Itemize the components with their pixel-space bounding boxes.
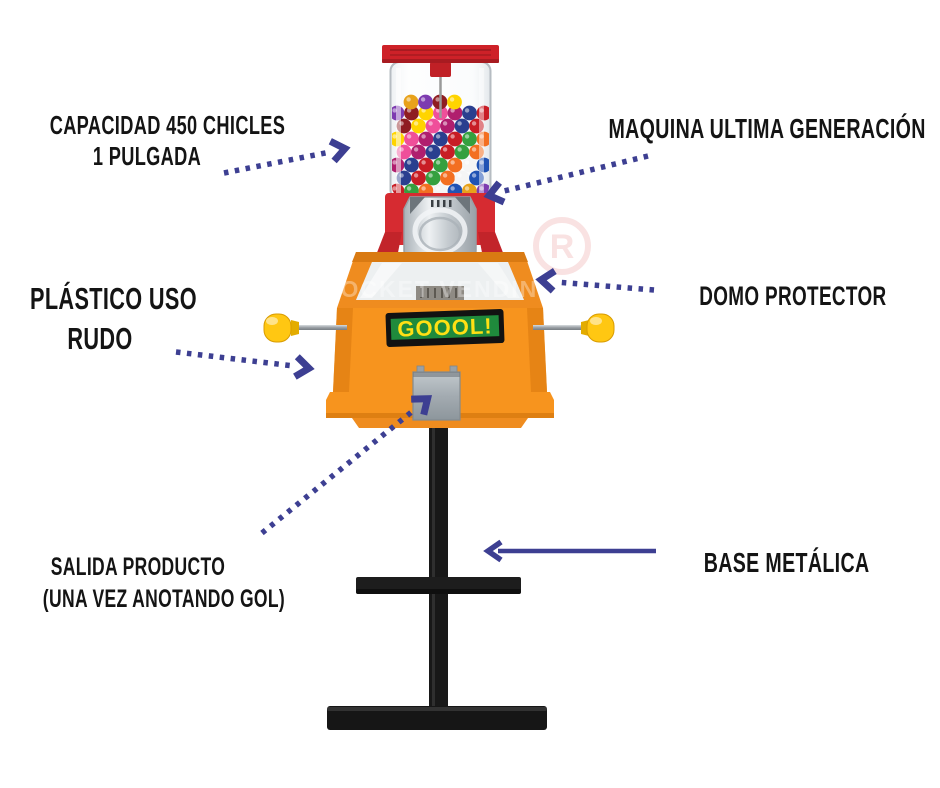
label-plastic-line2: RUDO xyxy=(67,321,133,356)
watermark: R ROCKET VENDING xyxy=(322,217,591,302)
rod-hub xyxy=(430,62,451,77)
gumball-globe xyxy=(382,45,499,200)
label-machine: MAQUINA ULTIMA GENERACIÓN xyxy=(608,113,926,144)
gool-sign: GOOOL! xyxy=(385,309,505,347)
metal-stand xyxy=(327,410,547,730)
label-dome: DOMO PROTECTOR xyxy=(699,281,887,311)
label-capacity: CAPACIDAD 450 CHICLES 1 PULGADA xyxy=(49,110,286,172)
arrow-machine-head xyxy=(483,180,506,206)
label-capacity-line1: CAPACIDAD 450 CHICLES xyxy=(49,110,286,140)
arrow-plastic-head xyxy=(293,354,315,380)
watermark-text: ROCKET VENDING xyxy=(322,276,558,302)
arrow-machine xyxy=(503,153,649,194)
label-plastic: PLÁSTICO USO RUDO xyxy=(30,279,197,359)
svg-text:R: R xyxy=(550,228,575,266)
arrow-plastic xyxy=(175,349,295,369)
arrow-exit xyxy=(260,407,416,536)
knob-right[interactable] xyxy=(586,313,615,343)
label-base: BASE METÁLICA xyxy=(703,547,870,578)
stand-post xyxy=(429,410,448,714)
play-field xyxy=(356,262,524,300)
label-machine-line1: MAQUINA ULTIMA GENERACIÓN xyxy=(608,113,926,144)
label-exit-line2: (UNA VEZ ANOTANDO GOL) xyxy=(42,585,286,613)
rod-left[interactable] xyxy=(299,325,347,330)
gool-sign-text: GOOOL! xyxy=(397,313,493,341)
label-plastic-line1: PLÁSTICO USO xyxy=(30,281,197,316)
rod-right[interactable] xyxy=(533,325,581,330)
annotation-arrows xyxy=(175,138,656,563)
arrow-base-head xyxy=(483,539,503,563)
arrow-capacity xyxy=(223,149,331,176)
arrow-exit-head xyxy=(411,395,433,416)
label-base-line1: BASE METÁLICA xyxy=(703,547,870,578)
stand-foot xyxy=(327,706,547,730)
product-exit-chute[interactable] xyxy=(412,365,461,421)
player-rods xyxy=(263,313,615,343)
protective-dome xyxy=(356,262,524,300)
arrow-capacity-head xyxy=(328,138,351,164)
arrow-dome xyxy=(555,279,655,293)
arrow-dome-head xyxy=(535,268,557,294)
label-capacity-line2: 1 PULGADA xyxy=(92,141,202,171)
stand-crossbar xyxy=(356,577,521,594)
label-exit-line1: SALIDA PRODUCTO xyxy=(50,553,226,581)
label-dome-line1: DOMO PROTECTOR xyxy=(699,281,887,311)
label-exit: SALIDA PRODUCTO (UNA VEZ ANOTANDO GOL) xyxy=(42,551,286,615)
